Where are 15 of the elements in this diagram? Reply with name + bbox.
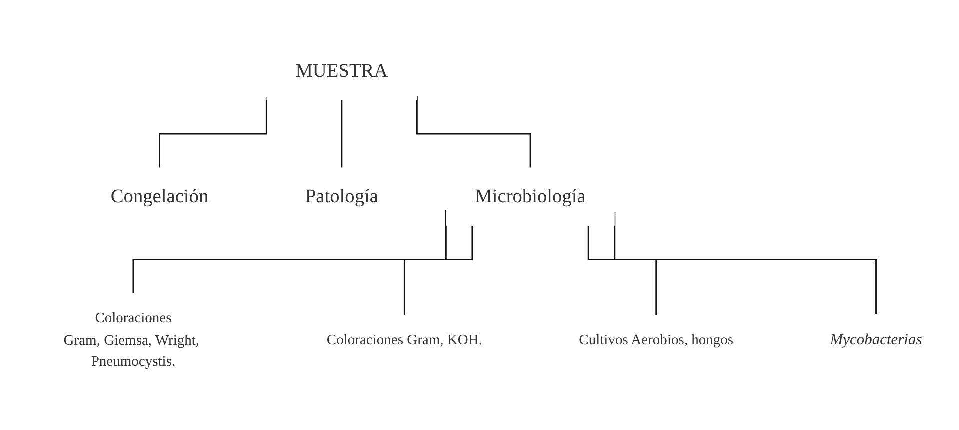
connector bbox=[341, 100, 343, 169]
connector bbox=[588, 226, 658, 316]
connector bbox=[614, 212, 877, 316]
node-text: Microbiología bbox=[475, 186, 586, 208]
node-text: Patología bbox=[305, 186, 378, 208]
node-text: Congelación bbox=[110, 186, 209, 208]
connector bbox=[159, 97, 268, 169]
connector bbox=[132, 210, 447, 294]
node-text: Mycobacterias bbox=[830, 332, 922, 348]
node-text: MUESTRA bbox=[296, 60, 388, 82]
node-text: Coloraciones Gram, Giemsa, Wright, Pneumocystis. bbox=[64, 311, 200, 370]
connector bbox=[404, 226, 474, 316]
connector bbox=[416, 96, 532, 169]
node-text: Cultivos Aerobios, hongos bbox=[579, 332, 734, 348]
node-text: Coloraciones Gram, KOH. bbox=[326, 332, 482, 348]
